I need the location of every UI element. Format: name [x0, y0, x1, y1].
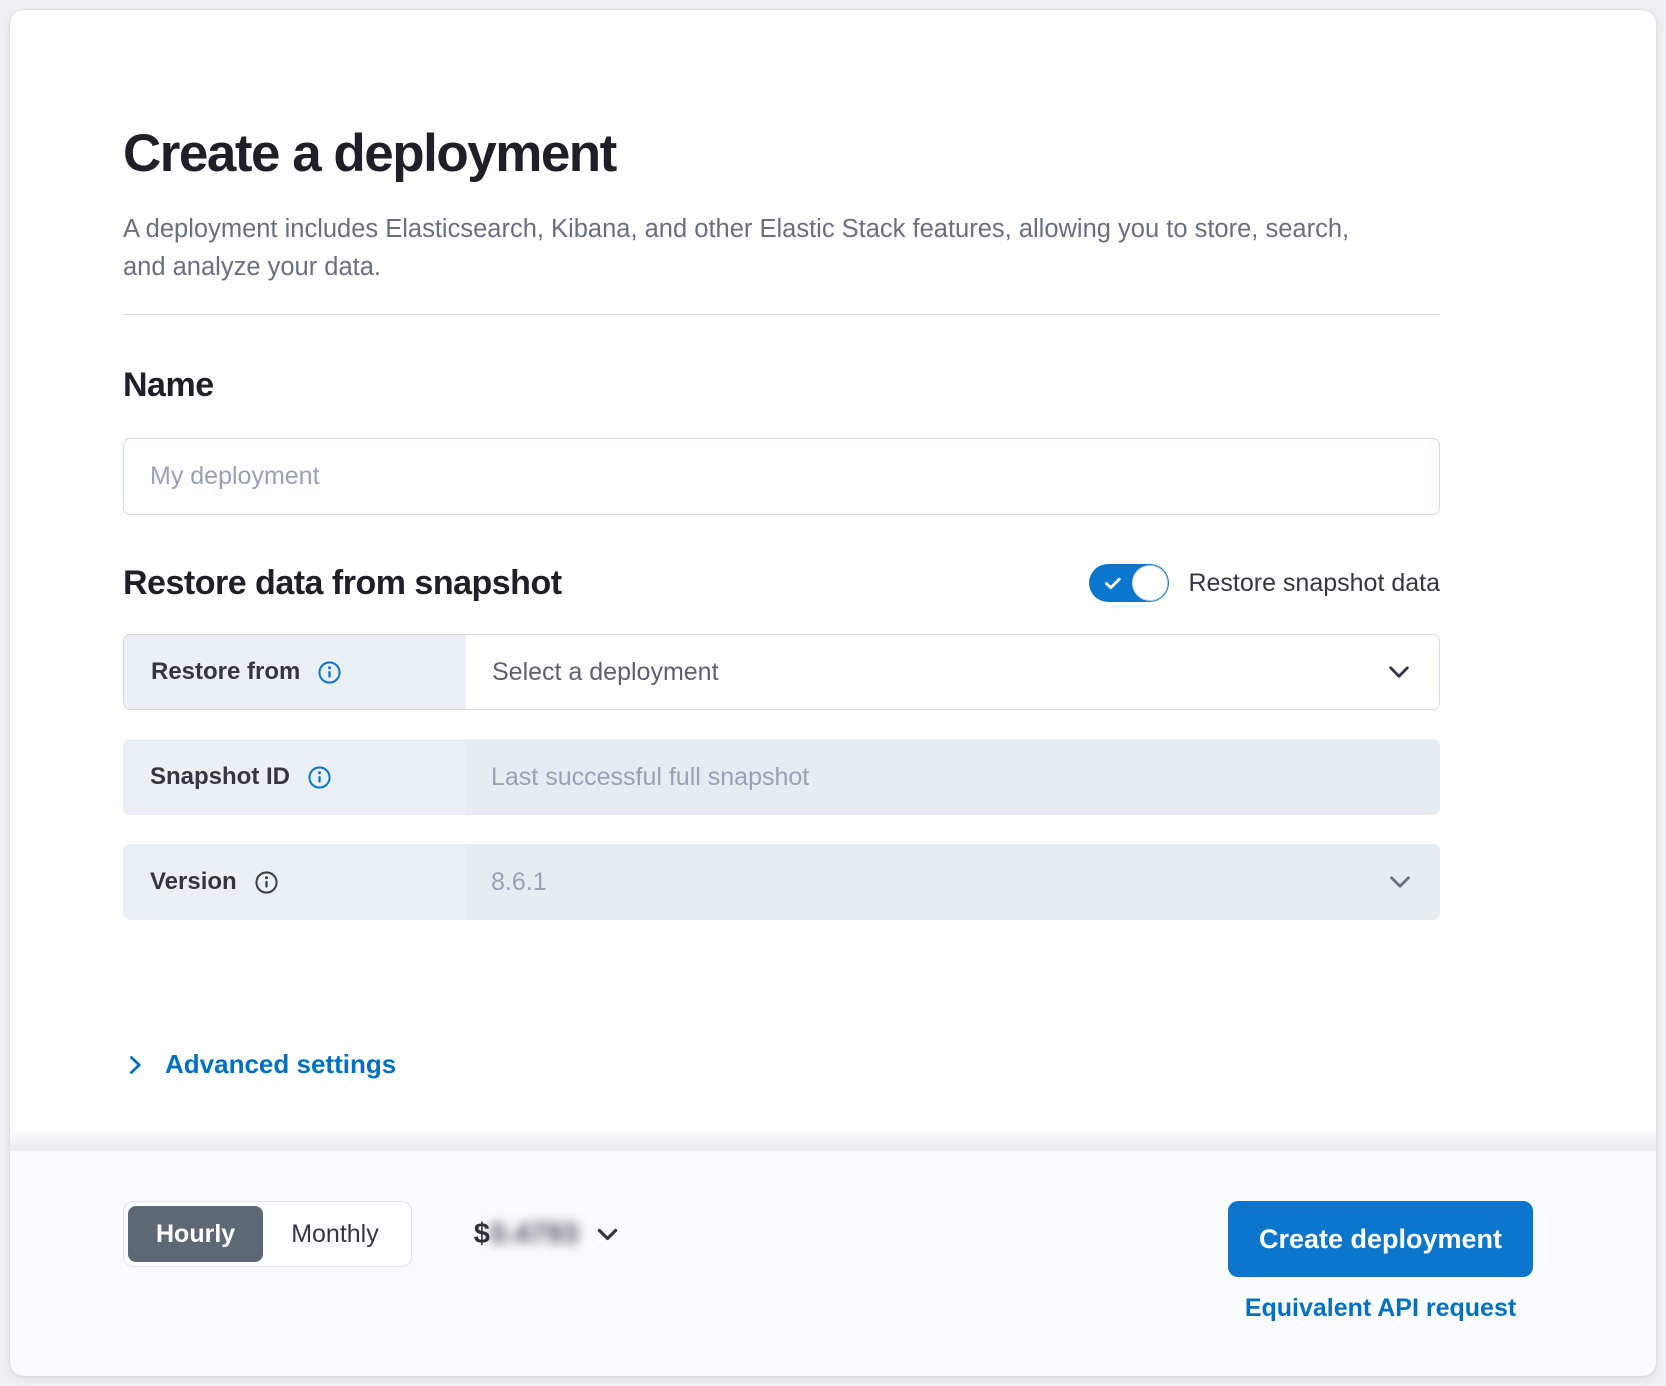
price-currency: $ [473, 1217, 490, 1250]
chevron-down-icon [594, 1221, 621, 1248]
create-deployment-card: Create a deployment A deployment include… [10, 10, 1656, 1376]
chevron-down-icon [1386, 868, 1414, 896]
info-icon[interactable] [308, 765, 331, 789]
page-title: Create a deployment [123, 124, 617, 183]
divider [123, 314, 1440, 315]
name-heading: Name [123, 366, 214, 404]
bottom-bar: Hourly Monthly $0.4793 Create deployment… [10, 1128, 1656, 1376]
version-row: Version 8.6.1 [123, 844, 1440, 920]
check-icon [1102, 572, 1124, 599]
price-dropdown[interactable]: $0.4793 [474, 1218, 621, 1251]
billing-hourly-button[interactable]: Hourly [128, 1206, 264, 1262]
advanced-settings-label: Advanced settings [165, 1049, 397, 1079]
version-value: 8.6.1 [491, 867, 547, 896]
info-icon[interactable] [255, 870, 278, 894]
billing-group: Hourly Monthly $0.4793 [123, 1201, 621, 1267]
equivalent-api-request-link[interactable]: Equivalent API request [1244, 1294, 1517, 1322]
restore-from-row: Restore from Select a deployment [123, 634, 1440, 710]
info-icon[interactable] [318, 660, 341, 684]
billing-interval-toggle: Hourly Monthly [123, 1201, 412, 1267]
chevron-down-icon [1385, 658, 1413, 686]
restore-from-label-cell: Restore from [124, 635, 466, 709]
chevron-right-icon [123, 1053, 147, 1077]
main-content: Create a deployment A deployment include… [10, 10, 1656, 1150]
advanced-settings-link[interactable]: Advanced settings [123, 1049, 396, 1080]
restore-snapshot-toggle-group: Restore snapshot data [1089, 564, 1440, 602]
restore-from-value: Select a deployment [492, 657, 719, 686]
snapshot-id-label-cell: Snapshot ID [123, 739, 465, 815]
snapshot-id-label: Snapshot ID [150, 763, 291, 790]
price-text: $0.4793 [474, 1218, 579, 1251]
snapshot-id-input: Last successful full snapshot [465, 739, 1440, 815]
version-label: Version [150, 868, 237, 895]
restore-from-label: Restore from [151, 658, 301, 685]
page-subtitle: A deployment includes Elasticsearch, Kib… [123, 215, 1350, 281]
snapshot-id-placeholder: Last successful full snapshot [491, 762, 810, 791]
snapshot-heading: Restore data from snapshot [123, 564, 562, 602]
version-label-cell: Version [123, 844, 465, 920]
snapshot-section-header: Restore data from snapshot Restore snaps… [123, 563, 1440, 603]
restore-snapshot-toggle[interactable] [1089, 564, 1170, 602]
cta-group: Create deployment Equivalent API request [1228, 1201, 1533, 1323]
create-deployment-button[interactable]: Create deployment [1228, 1201, 1533, 1277]
snapshot-form: Restore from Select a deployment Snapsho… [123, 634, 1440, 920]
snapshot-id-row: Snapshot ID Last successful full snapsho… [123, 739, 1440, 815]
restore-from-select[interactable]: Select a deployment [466, 635, 1439, 709]
toggle-knob [1132, 565, 1169, 601]
toggle-label: Restore snapshot data [1188, 568, 1440, 597]
deployment-name-input[interactable] [123, 438, 1440, 515]
version-select: 8.6.1 [465, 844, 1440, 920]
billing-monthly-button[interactable]: Monthly [263, 1206, 407, 1262]
price-amount-blurred: 0.4793 [489, 1217, 579, 1250]
